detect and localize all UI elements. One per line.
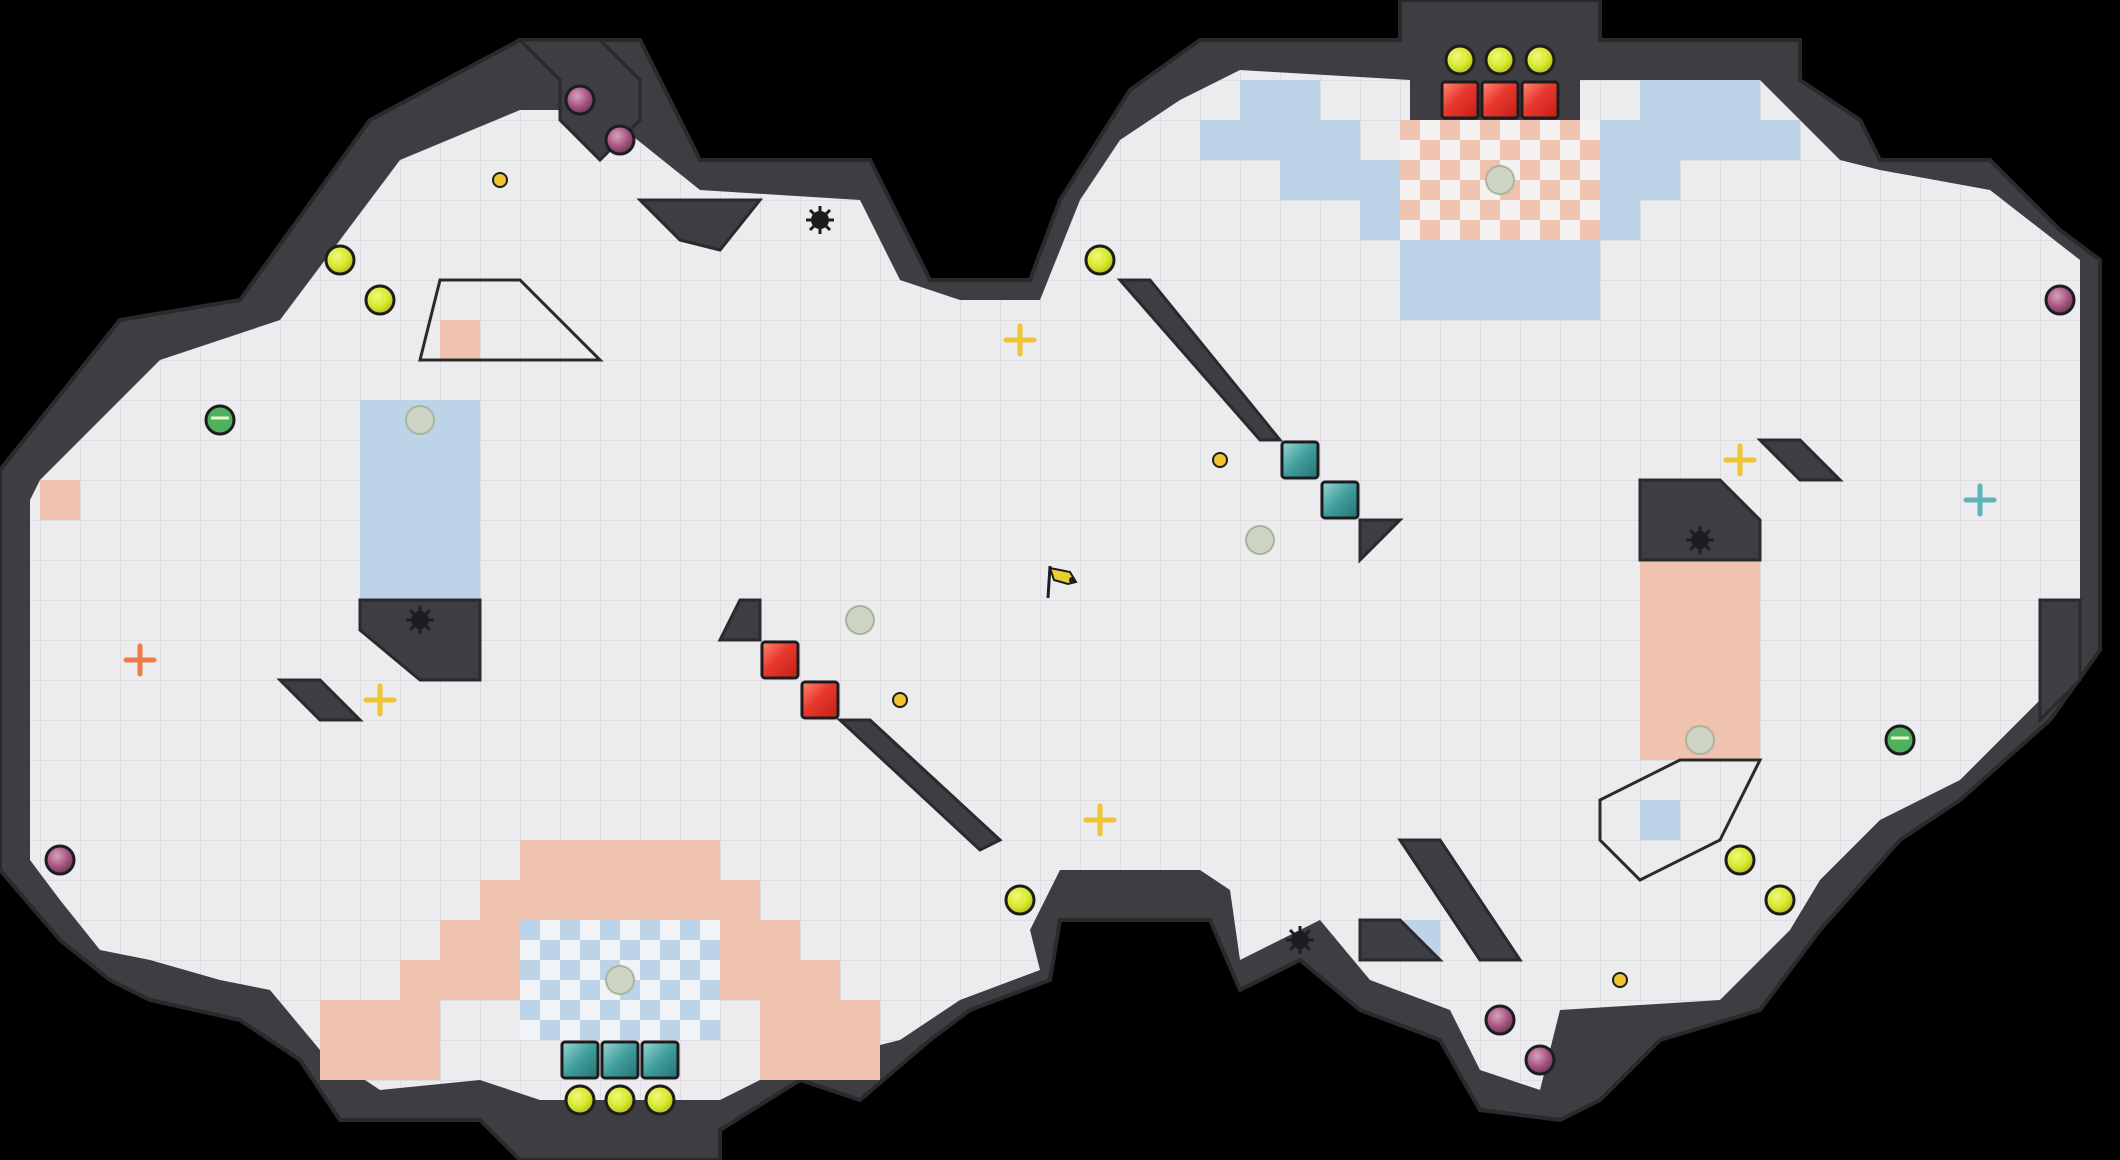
spawn-box-icon[interactable]: [1280, 440, 1320, 480]
pickup-orb-icon[interactable]: [604, 1084, 636, 1116]
spiked-mine-icon[interactable]: [806, 206, 834, 234]
mines[interactable]: [406, 206, 1714, 954]
potion-orb-icon[interactable]: [564, 84, 596, 116]
coins[interactable]: [492, 172, 1628, 988]
spawn-box-icon[interactable]: [1440, 80, 1480, 120]
pickup-orb-icon[interactable]: [1764, 884, 1796, 916]
floor-marker-icon: [1485, 165, 1515, 195]
spawn-boxes-teal-bottom[interactable]: [560, 1040, 680, 1080]
spawn-box-icon[interactable]: [640, 1040, 680, 1080]
crosshair-icon[interactable]: [363, 683, 397, 717]
pickup-orb-icon[interactable]: [364, 284, 396, 316]
spawn-box-icon[interactable]: [600, 1040, 640, 1080]
crosshair-icon[interactable]: [1723, 443, 1757, 477]
potion-orb-icon[interactable]: [44, 844, 76, 876]
floor-marker-icon: [1245, 525, 1275, 555]
crosshairs[interactable]: [123, 323, 1997, 837]
coin-icon[interactable]: [892, 692, 908, 708]
spawn-box-icon[interactable]: [1320, 480, 1360, 520]
coin-icon[interactable]: [492, 172, 508, 188]
spawn-box-icon[interactable]: [760, 640, 800, 680]
spawn-box-icon[interactable]: [560, 1040, 600, 1080]
spawn-box-icon[interactable]: [1480, 80, 1520, 120]
crosshair-icon[interactable]: [1003, 323, 1037, 357]
pickup-orb-icon[interactable]: [1484, 44, 1516, 76]
pickup-orb-icon[interactable]: [1004, 884, 1036, 916]
floor-marker-icon: [845, 605, 875, 635]
floor-marker-icon: [605, 965, 635, 995]
spawn-box-icon[interactable]: [1520, 80, 1560, 120]
spawn-boxes-center-teal[interactable]: [1280, 440, 1360, 520]
spawn-box-icon[interactable]: [800, 680, 840, 720]
spawn-boxes-red-top[interactable]: [1440, 80, 1560, 120]
health-orb-icon[interactable]: [1884, 724, 1916, 756]
pickup-orb-icon[interactable]: [644, 1084, 676, 1116]
pickup-orb-icon[interactable]: [1444, 44, 1476, 76]
pickup-orb-icon[interactable]: [564, 1084, 596, 1116]
potion-orb-icon[interactable]: [1484, 1004, 1516, 1036]
crosshair-icon[interactable]: [1963, 483, 1997, 517]
coin-icon[interactable]: [1612, 972, 1628, 988]
pickup-orb-icon[interactable]: [324, 244, 356, 276]
flag-icon[interactable]: [1046, 565, 1078, 599]
crosshair-icon[interactable]: [1083, 803, 1117, 837]
spiked-mine-icon[interactable]: [1286, 926, 1314, 954]
coin-icon[interactable]: [1212, 452, 1228, 468]
potion-orb-icon[interactable]: [604, 124, 636, 156]
potion-orb-icon[interactable]: [2044, 284, 2076, 316]
pickup-orb-icon[interactable]: [1724, 844, 1756, 876]
floor-marker-icon: [1685, 725, 1715, 755]
pickup-orb-icon[interactable]: [1084, 244, 1116, 276]
health-orb-icon[interactable]: [204, 404, 236, 436]
pickup-orbs[interactable]: [324, 44, 1796, 1116]
spiked-mine-icon[interactable]: [406, 606, 434, 634]
potion-orb-icon[interactable]: [1524, 1044, 1556, 1076]
floor-marker-icon: [405, 405, 435, 435]
health-orbs[interactable]: [204, 404, 1916, 756]
spiked-mine-icon[interactable]: [1686, 526, 1714, 554]
potion-orbs[interactable]: [44, 84, 2076, 1076]
floor-markers: [405, 165, 1715, 995]
crosshair-icon[interactable]: [123, 643, 157, 677]
spawn-boxes-center-red[interactable]: [760, 640, 840, 720]
pickup-orb-icon[interactable]: [1524, 44, 1556, 76]
